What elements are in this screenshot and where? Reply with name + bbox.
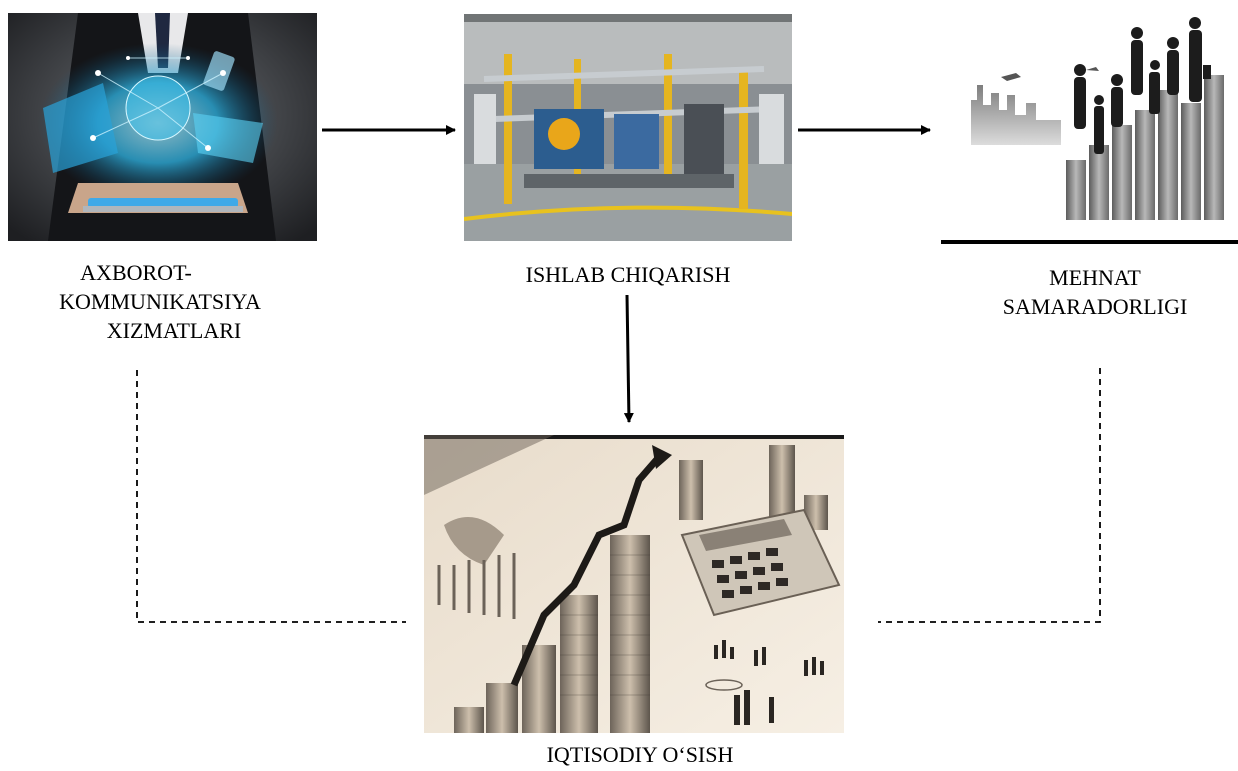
production-label: ISHLAB CHIQARISH [525,262,731,287]
ict-label-line-3: XIZMATLARI [106,318,242,343]
dashed-link-ict-to-growth [136,370,406,623]
dashed-link-productivity-to-growth [878,368,1101,623]
ict-label: AXBOROT- KOMMUNIKATSIYA XIZMATLARI [20,258,300,345]
production-image [464,14,792,241]
growth-label: IQTISODIY O‘SISH [546,742,734,767]
productivity-label: MEHNAT SAMARADORLIGI [960,263,1230,321]
ict-label-line-2: KOMMUNIKATSIYA [59,289,261,314]
ict-image [8,13,317,241]
productivity-image [941,15,1238,244]
productivity-label-line-2: SAMARADORLIGI [1002,294,1188,319]
arrow-production-to-growth [623,294,634,423]
ict-label-line-1: AXBOROT- [80,260,192,285]
productivity-label-line-1: MEHNAT [1049,265,1141,290]
growth-image [424,435,844,733]
